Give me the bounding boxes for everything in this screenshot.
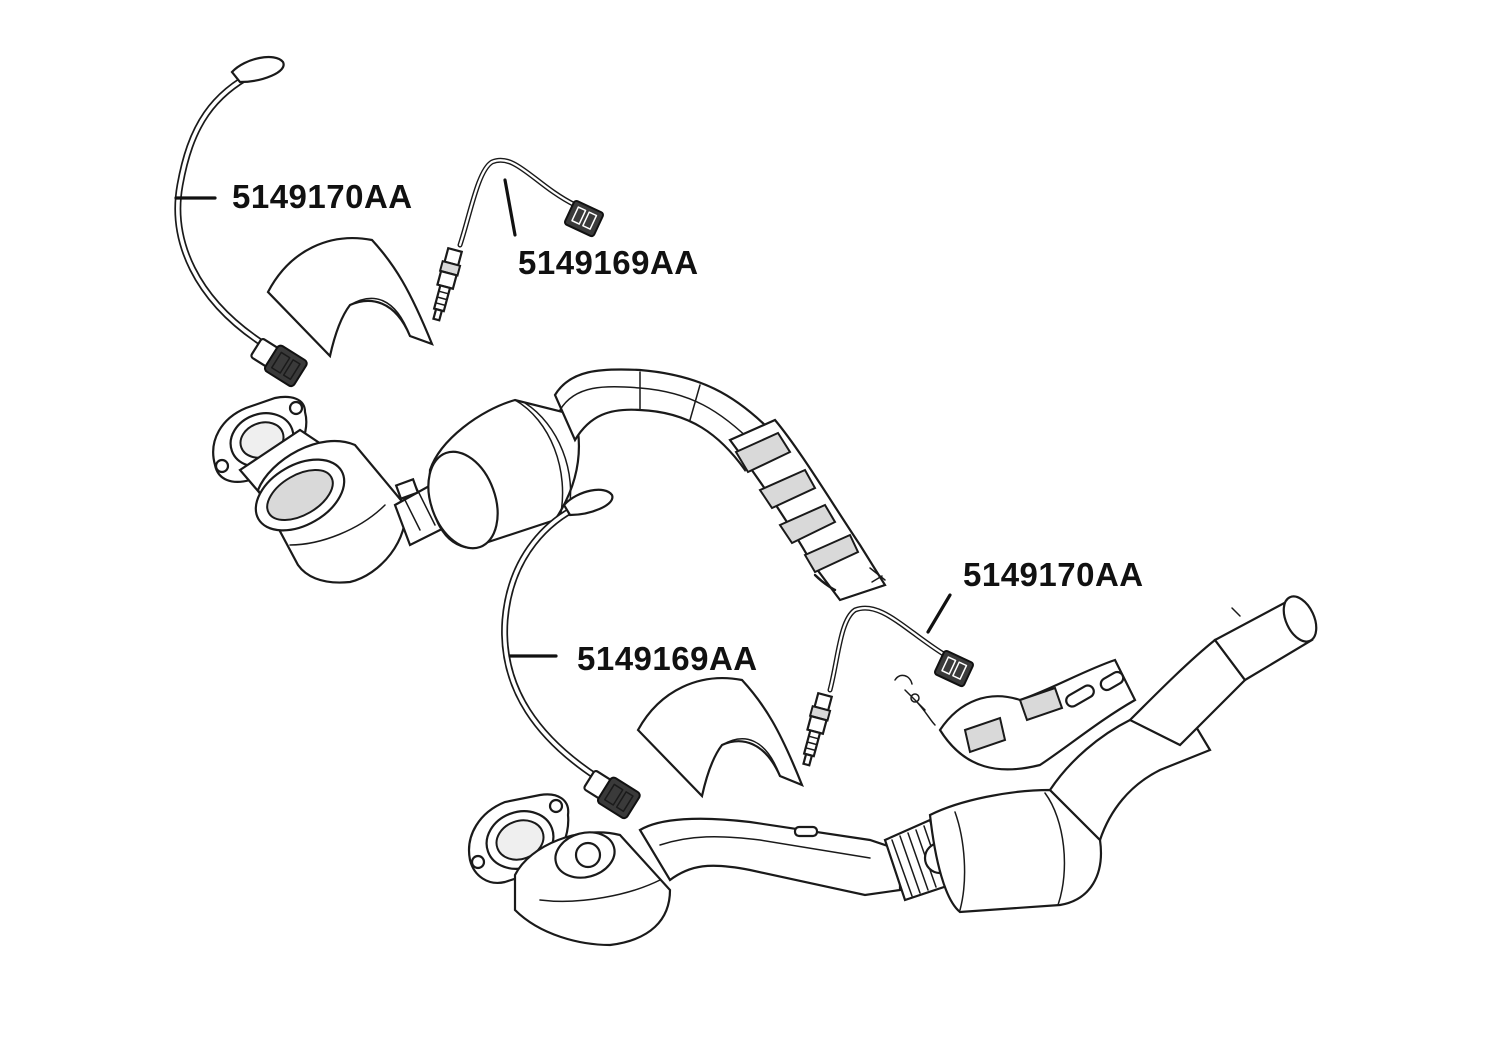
leader-line-upper-right [503, 178, 517, 237]
upper-catalytic-converter [212, 368, 887, 602]
part-number-label-upper-left: 5149170AA [232, 178, 413, 215]
heat-shield-lower [636, 677, 804, 799]
oxygen-sensor-upper-left [174, 55, 308, 388]
oxygen-sensor-lower-right [802, 605, 975, 767]
oxygen-sensor-upper-right [432, 157, 605, 322]
part-number-label-upper-right: 5149169AA [518, 244, 699, 281]
part-number-label-lower-right: 5149170AA [963, 556, 1144, 593]
leader-lines [174, 178, 952, 658]
part-number-label-lower-left: 5149169AA [577, 640, 758, 677]
leader-line-lower-right [926, 593, 952, 634]
oxygen-sensor-lower-left [501, 488, 641, 820]
heat-shield-upper [266, 237, 434, 359]
lower-catalytic-converter [467, 595, 1318, 947]
